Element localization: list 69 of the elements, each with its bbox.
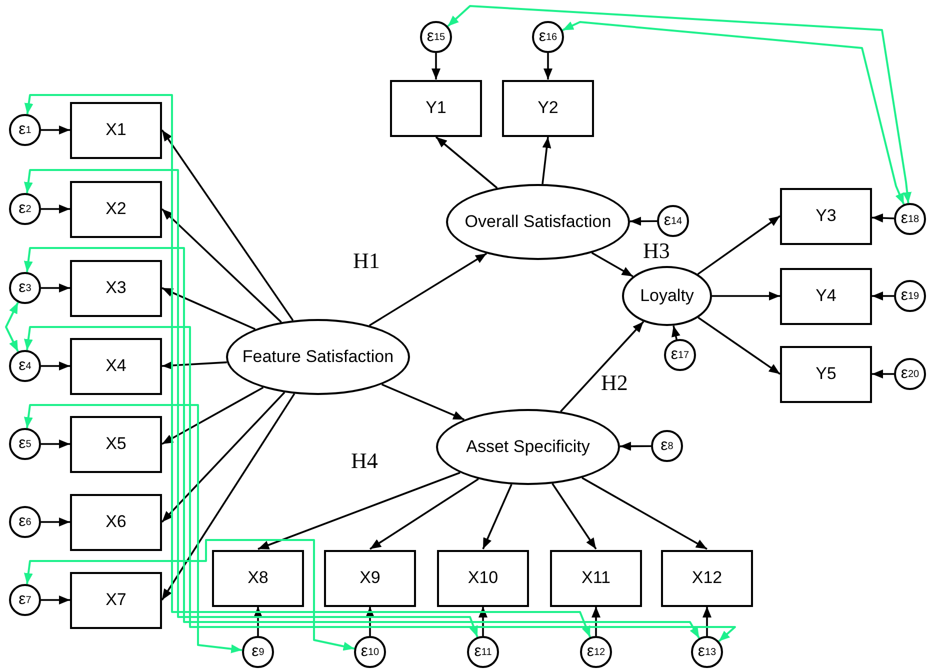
arrow — [620, 442, 651, 451]
indicator-box: X1 — [70, 102, 162, 158]
arrow — [697, 215, 781, 275]
covariance-arrow — [24, 326, 736, 642]
indicator-box: X12 — [661, 550, 753, 606]
arrow — [478, 606, 488, 636]
arrow — [698, 316, 781, 375]
arrow — [672, 326, 680, 340]
arrow — [582, 477, 708, 550]
arrow — [162, 287, 256, 330]
covariance-arrow — [24, 247, 700, 639]
indicator-box: Y5 — [780, 346, 872, 402]
indicator-box: Y2 — [502, 80, 594, 136]
covariance-arrow — [24, 94, 592, 638]
arrow — [41, 284, 70, 292]
arrow — [435, 136, 498, 189]
arrow — [161, 208, 282, 323]
indicator-box: X3 — [70, 260, 162, 316]
arrow — [258, 472, 460, 550]
arrow — [432, 53, 440, 80]
arrow — [254, 606, 262, 636]
arrow — [41, 518, 70, 526]
indicator-box: Y1 — [390, 80, 482, 136]
arrow — [41, 596, 70, 604]
arrow — [552, 483, 597, 550]
arrow — [712, 292, 780, 300]
indicator-box: Y3 — [780, 188, 872, 244]
indicator-box: X4 — [70, 338, 162, 394]
arrow — [591, 252, 634, 278]
indicator-box: X6 — [70, 494, 162, 550]
indicator-box: X8 — [212, 550, 304, 606]
arrow — [41, 204, 70, 214]
arrow — [482, 484, 512, 550]
arrow — [41, 126, 70, 134]
indicator-box: X7 — [70, 572, 162, 628]
indicator-box: X5 — [70, 416, 162, 472]
arrow — [872, 292, 894, 300]
arrow — [592, 606, 600, 636]
arrow — [366, 606, 374, 636]
arrow — [872, 214, 894, 222]
indicator-box: X10 — [437, 550, 529, 606]
covariance-arrow — [562, 21, 905, 205]
arrow — [544, 53, 552, 80]
arrow — [41, 362, 70, 370]
latent-ellipse: Overall Satisfaction — [446, 184, 630, 260]
latent-ellipse: Feature Satisfaction — [226, 319, 410, 395]
arrow — [702, 606, 712, 636]
indicator-box: X2 — [70, 180, 162, 238]
arrow — [368, 252, 488, 326]
arrow — [162, 360, 227, 370]
latent-ellipse: Asset Specificity — [436, 409, 620, 485]
indicator-box: Y4 — [780, 268, 872, 324]
arrow — [630, 216, 657, 226]
latent-ellipse: Loyalty — [622, 266, 712, 326]
arrow — [41, 440, 70, 448]
arrow — [161, 393, 296, 600]
arrow — [162, 386, 264, 445]
arrow — [381, 384, 465, 420]
indicator-box: X11 — [550, 550, 642, 606]
arrow — [542, 136, 552, 184]
arrow — [872, 370, 894, 378]
covariance-arrow — [24, 539, 355, 651]
indicator-box: X9 — [324, 550, 416, 606]
covariance-arrow — [24, 404, 242, 654]
arrow — [161, 129, 294, 321]
covariance-arrow — [5, 302, 19, 352]
covariance-arrow — [24, 169, 478, 638]
covariance-arrow — [447, 5, 912, 204]
arrow — [370, 478, 479, 550]
